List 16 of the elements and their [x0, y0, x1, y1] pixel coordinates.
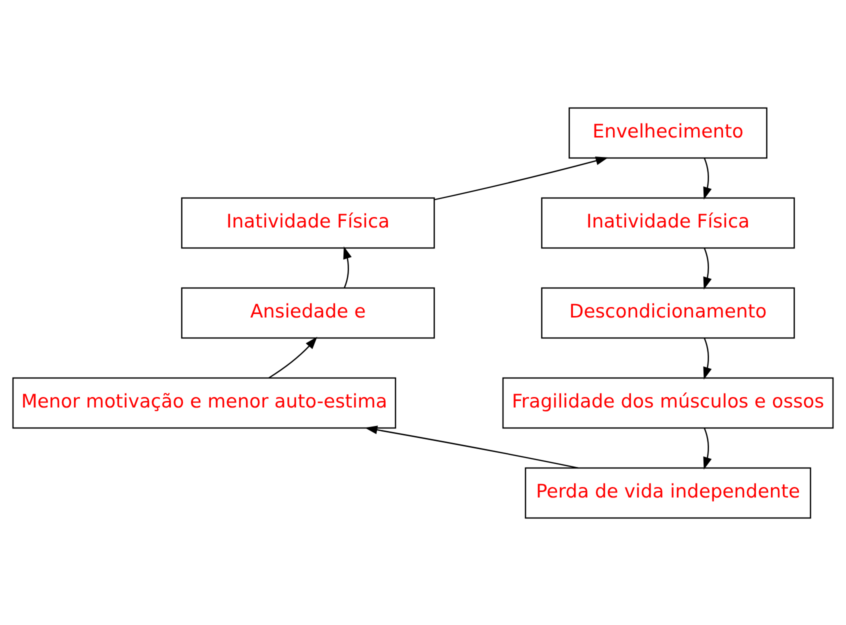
node-box: Ansiedade e: [181, 286, 435, 338]
node-box: Descondicionamento: [541, 286, 795, 338]
arrow: [703, 157, 712, 200]
arrow: [364, 425, 578, 468]
node-box: Envelhecimento: [568, 106, 768, 158]
node-box: Inatividade Física: [541, 196, 795, 248]
arrow: [343, 246, 352, 288]
node-box: Menor motivação e menor auto-estima: [12, 376, 396, 428]
node-box: Perda de vida independente: [524, 466, 812, 518]
node-box: Inatividade Física: [181, 196, 435, 248]
arrow: [703, 247, 712, 290]
arrow: [703, 337, 712, 380]
arrow: [434, 156, 608, 200]
node-box: Fragilidade dos músculos e ossos: [502, 376, 834, 428]
arrow: [703, 427, 712, 470]
arrow: [268, 336, 318, 378]
